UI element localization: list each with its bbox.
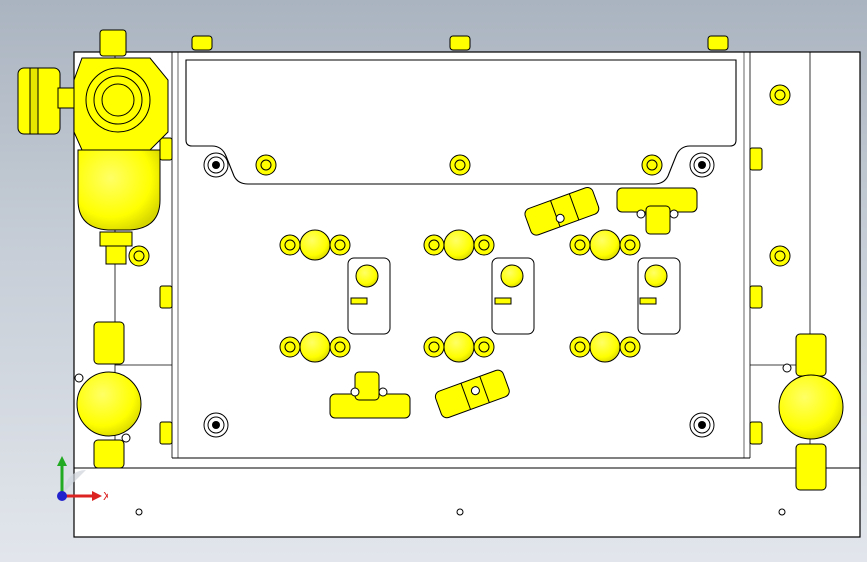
filter-bowl[interactable]: [77, 149, 161, 265]
valve-module-2: [423, 229, 535, 363]
pressure-regulator[interactable]: [73, 29, 169, 151]
z-axis-origin: [57, 491, 67, 501]
mounting-hole: [135, 508, 143, 516]
push-in-tee-fitting[interactable]: [329, 371, 411, 419]
mounting-screws: [203, 152, 715, 438]
valve-cylinders[interactable]: [279, 229, 681, 363]
top-cover-plate[interactable]: [185, 59, 737, 185]
port-plugs[interactable]: [128, 84, 791, 445]
ball-valve-left[interactable]: [74, 321, 142, 469]
mounting-hole: [778, 508, 786, 516]
push-in-y-fitting[interactable]: [434, 368, 511, 419]
push-in-y-fitting[interactable]: [523, 186, 600, 237]
valve-module-1: [279, 229, 391, 363]
ball-valve-right[interactable]: [778, 333, 844, 491]
mounting-hole: [456, 508, 464, 516]
reference-triad: X: [57, 456, 108, 503]
valve-module-3: [569, 229, 681, 363]
push-in-tee-fitting[interactable]: [616, 187, 698, 235]
pressure-gauge[interactable]: [17, 67, 77, 135]
top-mini-fittings[interactable]: [191, 35, 729, 51]
x-axis-label: X: [103, 490, 108, 503]
